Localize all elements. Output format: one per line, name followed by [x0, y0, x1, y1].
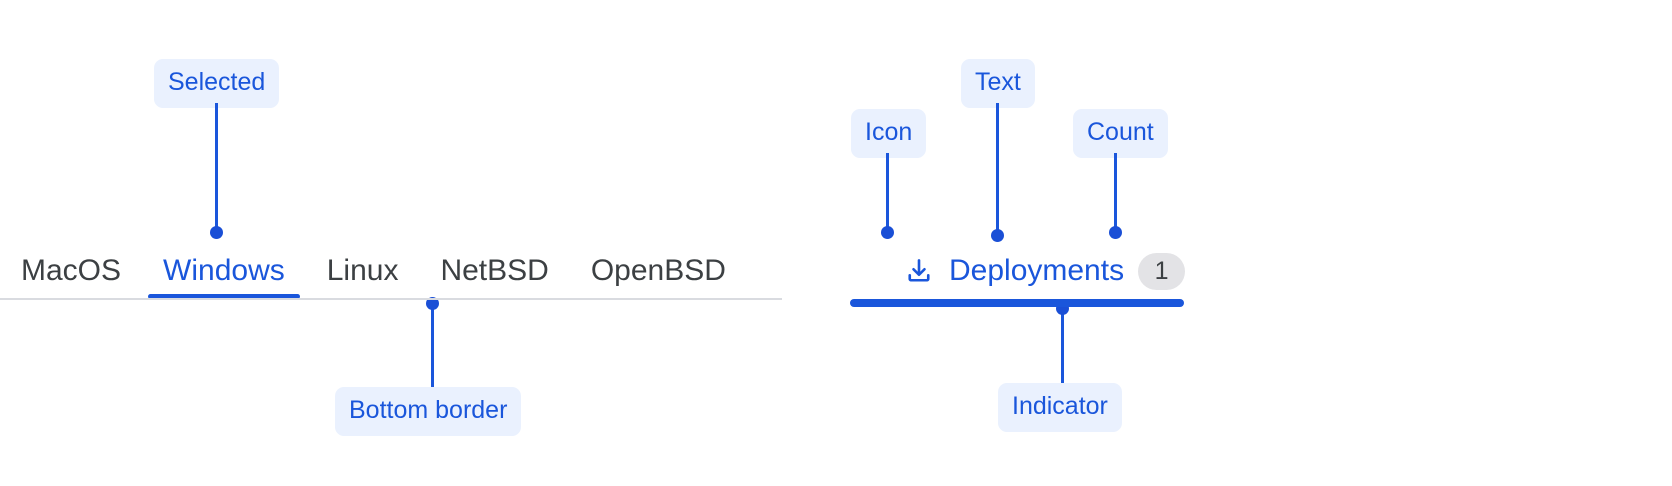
leader-line-text — [996, 103, 999, 233]
tab-linux[interactable]: Linux — [306, 243, 420, 299]
leader-dot-count — [1109, 226, 1122, 239]
tab-deployments-count-badge: 1 — [1138, 252, 1186, 290]
tab-openbsd-label: OpenBSD — [590, 254, 726, 287]
tab-linux-label: Linux — [326, 254, 399, 287]
tab-deployments-label: Deployments — [949, 254, 1125, 287]
tab-selected-indicator — [850, 299, 1184, 307]
tab-bar-bottom-border — [0, 298, 782, 300]
leader-line-count — [1114, 153, 1117, 230]
callout-indicator: Indicator — [998, 383, 1122, 432]
callout-text: Text — [961, 59, 1035, 108]
callout-selected: Selected — [154, 59, 280, 108]
tab-bar-rich: Deployments 1 — [850, 243, 1199, 309]
tab-deployments[interactable]: Deployments 1 — [903, 243, 1199, 299]
tab-macos[interactable]: MacOS — [0, 243, 142, 299]
tab-macos-label: MacOS — [21, 254, 122, 287]
leader-dot-bottom-border — [426, 297, 439, 310]
leader-line-icon — [886, 153, 889, 230]
leader-dot-icon — [881, 226, 894, 239]
callout-bottom-border: Bottom border — [335, 387, 522, 436]
tab-openbsd[interactable]: OpenBSD — [570, 243, 747, 299]
callout-count: Count — [1073, 109, 1168, 158]
leader-line-bottom-border — [431, 309, 434, 387]
leader-dot-text — [991, 229, 1004, 242]
tab-windows[interactable]: Windows — [142, 243, 306, 299]
tab-netbsd[interactable]: NetBSD — [419, 243, 569, 299]
download-icon — [903, 255, 935, 287]
tab-netbsd-label: NetBSD — [440, 254, 549, 287]
leader-line-indicator — [1061, 313, 1064, 383]
tab-windows-label: Windows — [163, 254, 285, 287]
leader-dot-selected — [210, 226, 223, 239]
tab-bar-basic: MacOS Windows Linux NetBSD OpenBSD — [0, 243, 782, 303]
leader-line-selected — [215, 103, 218, 230]
callout-icon: Icon — [851, 109, 927, 158]
tab-list-basic: MacOS Windows Linux NetBSD OpenBSD — [0, 243, 747, 299]
